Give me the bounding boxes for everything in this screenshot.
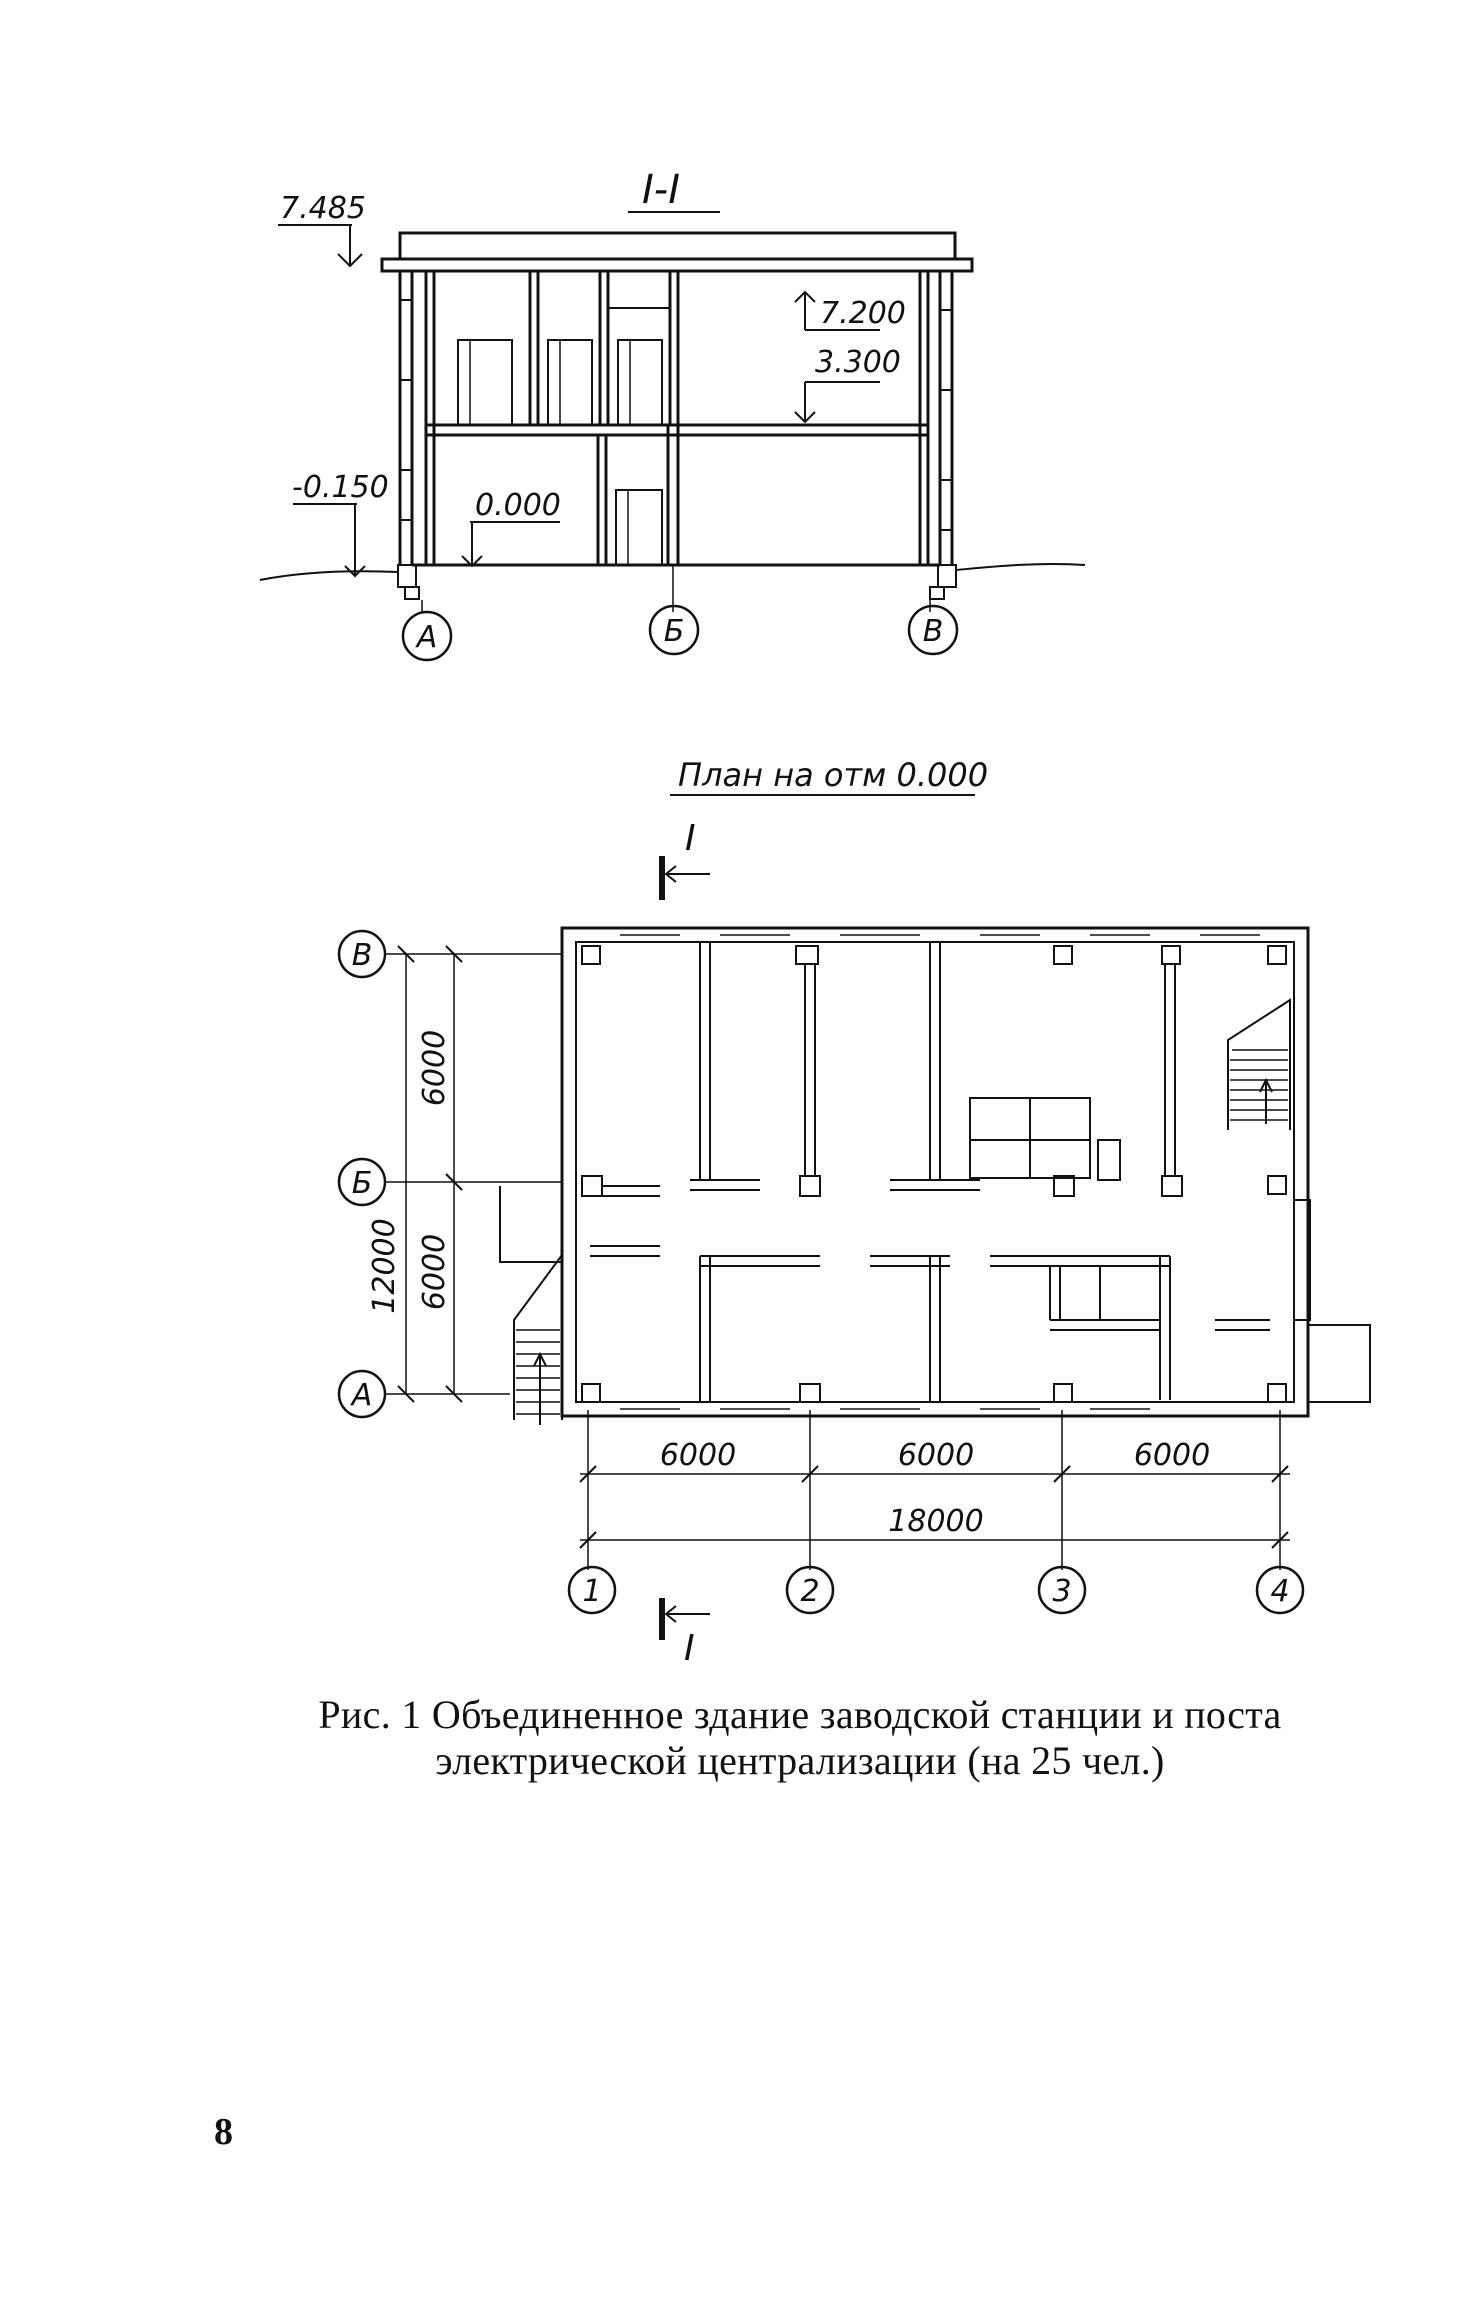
elevation-middle: 3.300: [815, 345, 901, 380]
col-axis-4: 4: [1270, 1574, 1289, 1609]
dim-bay-1: 6000: [660, 1438, 736, 1473]
row-axis-a: А: [350, 1378, 373, 1413]
dim-bay-2: 6000: [898, 1438, 974, 1473]
elevation-ground: -0.150: [292, 470, 389, 505]
cut-label-bottom: I: [684, 1628, 695, 1669]
section-axis-v: В: [923, 614, 944, 649]
col-axis-1: 1: [582, 1574, 601, 1609]
row-axis-v: В: [352, 938, 373, 973]
col-axis-2: 2: [800, 1574, 819, 1609]
elevation-floor: 0.000: [475, 488, 561, 523]
section-axis-b: Б: [664, 614, 685, 649]
dim-vertical-lower: 6000: [417, 1234, 452, 1310]
caption-line-2: электрической централизации (на 25 чел.): [435, 1738, 1165, 1783]
elevation-roof: 7.485: [280, 191, 366, 226]
dim-total: 18000: [888, 1504, 983, 1539]
section-axis-a: А: [415, 620, 438, 655]
dim-bay-3: 6000: [1134, 1438, 1210, 1473]
row-axis-b: Б: [352, 1166, 373, 1201]
cut-label-top: I: [685, 818, 696, 859]
section-title: I-I: [642, 167, 680, 213]
elevation-upper: 7.200: [820, 296, 906, 331]
dim-vertical-total: 12000: [367, 1218, 402, 1313]
page-number: 8: [214, 2111, 233, 2153]
caption-line-1: Рис. 1 Объединенное здание заводской ста…: [318, 1692, 1282, 1737]
section-drawing: [259, 211, 1086, 662]
col-axis-3: 3: [1052, 1574, 1071, 1609]
figure-caption: Рис. 1 Объединенное здание заводской ста…: [300, 1692, 1300, 1784]
dim-vertical-upper: 6000: [417, 1030, 452, 1106]
plan-drawing: [337, 794, 1371, 1640]
plan-title: План на отм 0.000: [678, 756, 988, 794]
